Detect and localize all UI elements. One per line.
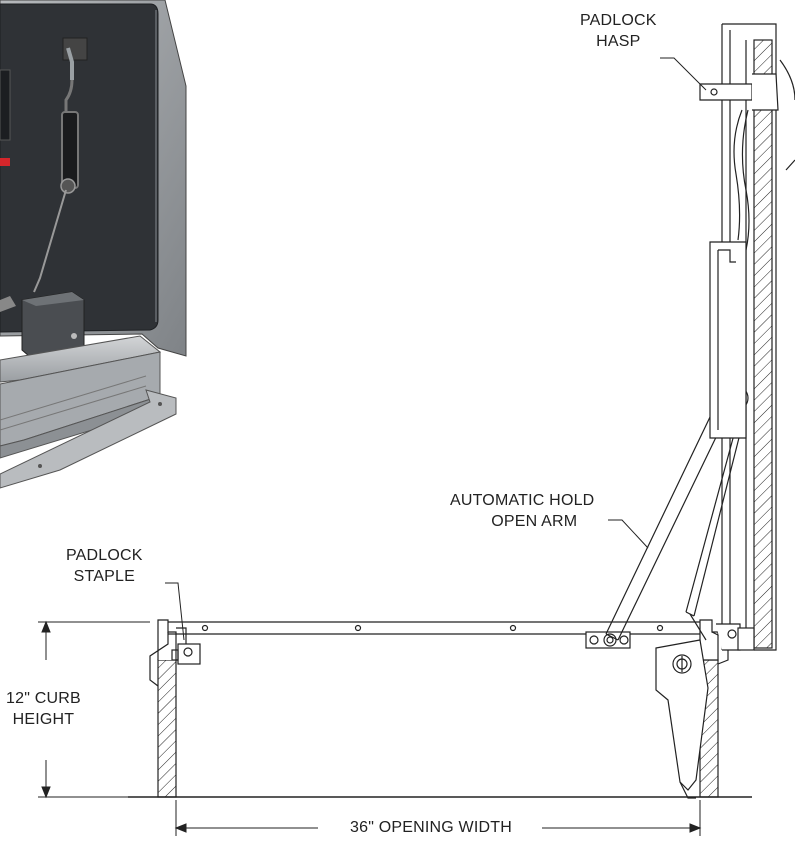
label-hold-open-arm: AUTOMATIC HOLD OPEN ARM [450, 492, 595, 530]
lid-section [753, 39, 773, 649]
dimensions [38, 620, 702, 836]
leader-padlock-staple [165, 582, 185, 641]
left-curb-wall [157, 659, 177, 798]
leader-hold-open-arm [608, 519, 649, 549]
label-curb-height: 12" CURB HEIGHT [6, 690, 81, 728]
pivot-bracket [655, 639, 709, 791]
label-padlock-hasp: PADLOCK HASP [580, 12, 657, 50]
label-opening-width: 36" OPENING WIDTH [350, 819, 512, 836]
padlock-staple [177, 643, 201, 665]
leader-padlock-hasp [660, 57, 707, 91]
leader-lines [165, 57, 707, 641]
hold-open-arm [605, 391, 723, 635]
label-padlock-staple: PADLOCK STAPLE [66, 547, 143, 585]
padlock-hasp [699, 83, 753, 101]
perspective-inset [0, 0, 187, 489]
section-view [128, 23, 795, 799]
